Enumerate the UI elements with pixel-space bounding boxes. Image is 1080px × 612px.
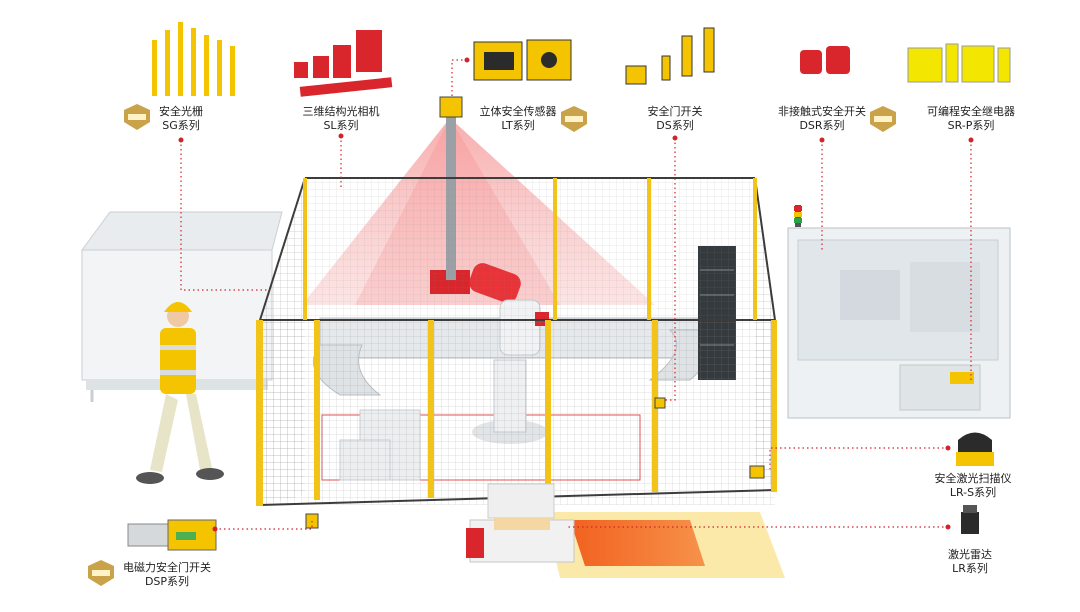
product-name: 三维结构光相机 (302, 105, 380, 118)
product-series: DSR系列 (799, 119, 845, 132)
product-name: 可编程安全继电器 (927, 105, 1015, 118)
leader-lines (180, 59, 972, 530)
product-name: 电磁力安全门开关 (123, 561, 211, 574)
product-thumb-dsp (127, 519, 217, 551)
product-thumb-lt (473, 39, 572, 81)
product-thumb-sg (152, 22, 235, 96)
product-thumb-ds (625, 27, 715, 85)
product-thumb-dsr (800, 46, 850, 74)
product-name: 非接触式安全开关 (778, 105, 866, 118)
product-name: 激光雷达 (948, 548, 992, 561)
product-series: DSP系列 (144, 575, 190, 588)
product-thumb-sl (294, 30, 393, 97)
scanner-protective-zone (570, 520, 705, 566)
agv-vehicle (466, 483, 575, 563)
product-name: 安全激光扫描仪 (934, 472, 1012, 485)
product-series: LR-S系列 (949, 486, 997, 499)
product-series: LT系列 (501, 119, 535, 132)
safety-fence (256, 177, 777, 506)
product-series: DS系列 (656, 119, 694, 132)
product-thumb-srp (907, 43, 1011, 83)
product-thumb-lrs (956, 432, 994, 466)
product-thumb-lr (961, 505, 979, 534)
worker-figure (136, 302, 224, 484)
product-series: SR-P系列 (947, 119, 995, 132)
award-badge-icon (84, 558, 118, 588)
product-name: 安全门开关 (647, 105, 703, 118)
award-badge-icon (866, 104, 900, 134)
award-badge-icon (120, 102, 154, 132)
award-badge-icon (557, 104, 591, 134)
product-series: LR系列 (952, 562, 988, 575)
product-series: SL系列 (323, 119, 359, 132)
product-name: 立体安全传感器 (479, 105, 557, 118)
product-name: 安全光栅 (159, 105, 203, 118)
right-machine (787, 205, 1011, 419)
product-series: SG系列 (162, 119, 200, 132)
